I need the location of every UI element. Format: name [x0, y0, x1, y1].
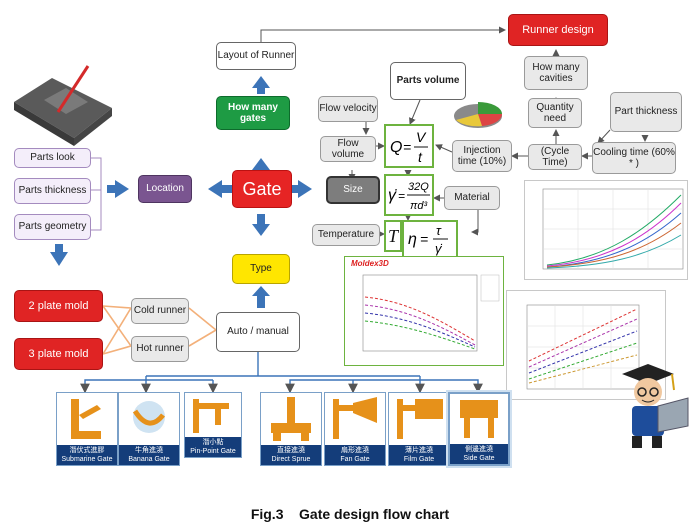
svg-text:V: V	[416, 129, 427, 145]
svg-text:πd³: πd³	[410, 200, 427, 212]
gate-type-card-pin-point: 潛小點 Pin-Point Gate	[184, 392, 242, 458]
how-many-gates-node: How many gates	[216, 96, 290, 130]
cycle-time-node: (Cycle Time)	[528, 144, 582, 170]
parts-volume-node: Parts volume	[390, 62, 466, 100]
parts-look-node: Parts look	[14, 148, 91, 168]
gate-type-en: Direct Sprue	[271, 456, 311, 463]
svg-text:γ̇: γ̇	[388, 187, 397, 204]
gate-type-cn: 薄片進澆	[405, 447, 433, 454]
gate-type-card-film: 薄片進澆 Film Gate	[388, 392, 450, 466]
cooling-time-node: Cooling time (60% * )	[592, 142, 676, 174]
svg-text:t: t	[418, 149, 423, 165]
gate-type-cn: 潛伏式進膠	[69, 447, 105, 454]
layout-of-runner-node: Layout of Runner	[216, 42, 296, 70]
viscosity-formula: η= τ γ̇	[402, 220, 458, 258]
gate-type-en: Side Gate	[463, 455, 495, 462]
cold-runner-node: Cold runner	[131, 298, 189, 324]
tau-label: T	[384, 220, 402, 252]
svg-text:γ̇: γ̇	[435, 241, 443, 256]
svg-text:=: =	[420, 231, 428, 247]
svg-text:τ: τ	[436, 223, 442, 238]
gate-type-card-submarine: 潛伏式進膠 Submarine Gate	[56, 392, 118, 466]
gate-type-cn: 直接進澆	[277, 447, 305, 454]
gate-type-card-banana: 牛角進澆 Banana Gate	[118, 392, 180, 466]
moldex-viscosity-chart: Moldex3D	[344, 256, 504, 366]
blue-arrows	[50, 76, 312, 308]
two-plate-mold-node: 2 plate mold	[14, 290, 103, 322]
gate-node: Gate	[232, 170, 292, 208]
hot-runner-node: Hot runner	[131, 336, 189, 362]
gate-type-card-side: 側邊進澆 Side Gate	[448, 392, 510, 466]
part-thickness-node: Part thickness	[610, 92, 682, 132]
material-node: Material	[444, 186, 500, 210]
gate-type-card-direct-sprue: 直接進澆 Direct Sprue	[260, 392, 322, 466]
gate-type-en: Fan Gate	[340, 456, 370, 463]
orange-links	[102, 305, 217, 355]
gate-type-en: Pin-Point Gate	[190, 448, 236, 455]
svg-text:=: =	[398, 189, 405, 203]
quantity-need-node: Quantity need	[528, 98, 582, 128]
runner-design-node: Runner design	[508, 14, 608, 46]
flow-volume-node: Flow volume	[320, 136, 376, 162]
svg-text:η: η	[408, 231, 417, 248]
gate-type-card-fan: 扇形進澆 Fan Gate	[324, 392, 386, 466]
part-3d-illustration	[8, 60, 118, 150]
gate-type-en: Film Gate	[403, 456, 435, 463]
gate-type-cn: 潛小點	[202, 439, 224, 446]
moldex-label: Moldex3D	[351, 259, 389, 268]
flow-velocity-node: Flow velocity	[318, 96, 378, 122]
graduate-cartoon-illustration	[612, 352, 692, 452]
gate-type-cn: 牛角進澆	[135, 447, 163, 454]
injection-time-node: Injection time (10%)	[452, 140, 512, 172]
parts-thickness-node: Parts thickness	[14, 178, 91, 204]
gate-type-en: Submarine Gate	[61, 456, 113, 463]
svg-text:32Q: 32Q	[408, 181, 429, 193]
svg-text:Q: Q	[390, 139, 402, 156]
gate-type-links	[80, 352, 483, 394]
svg-text:=: =	[403, 139, 411, 155]
pie-chart-icon	[454, 102, 503, 128]
temperature-node: Temperature	[312, 224, 380, 246]
parts-geometry-node: Parts geometry	[14, 214, 91, 240]
cooling-curves-chart	[524, 180, 688, 280]
size-node: Size	[326, 176, 380, 204]
gate-type-cn: 扇形進澆	[341, 447, 369, 454]
gate-type-cn: 側邊進澆	[465, 446, 493, 453]
type-node: Type	[232, 254, 290, 284]
location-node: Location	[138, 175, 192, 203]
three-plate-mold-node: 3 plate mold	[14, 338, 103, 370]
gate-type-en: Banana Gate	[128, 456, 170, 463]
shear-rate-formula: γ̇=32Q πd³	[384, 174, 434, 216]
auto-manual-node: Auto / manual	[216, 312, 300, 352]
parts-bracket	[91, 157, 102, 231]
how-many-cavities-node: How many cavities	[524, 56, 588, 90]
figure-caption: Fig.3 Gate design flow chart	[250, 506, 450, 522]
